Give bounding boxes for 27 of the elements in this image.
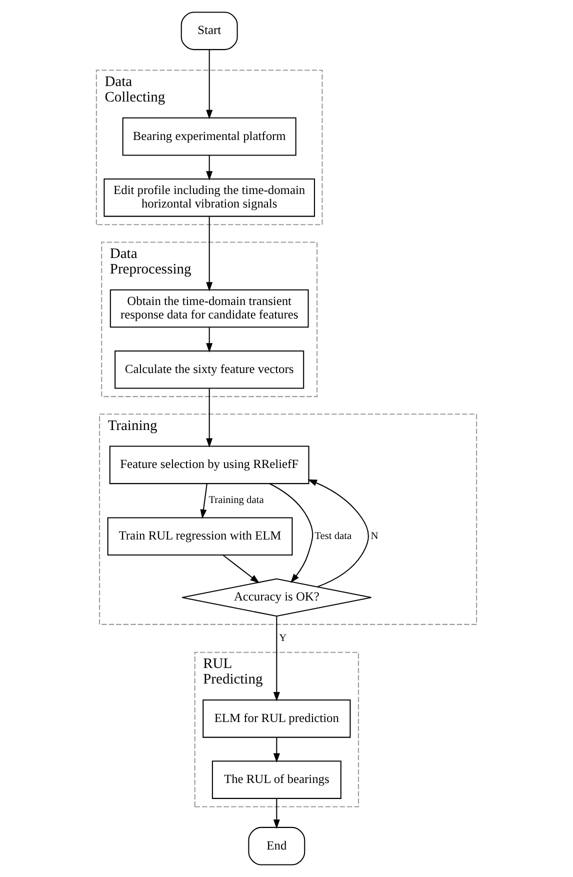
edge-label: Test data bbox=[314, 530, 352, 542]
node-box: Edit profile including the time-domain horizontal vibration signals bbox=[104, 178, 315, 217]
node-box: The RUL of bearings bbox=[212, 760, 342, 799]
arrow bbox=[269, 483, 314, 583]
node-box: Calculate the sixty feature vectors bbox=[114, 350, 304, 389]
node-box: Train RUL regression with ELM bbox=[107, 517, 293, 556]
arrow bbox=[273, 616, 280, 702]
node-box: Bearing experimental platform bbox=[122, 117, 296, 156]
node-box: ELM for RUL prediction bbox=[202, 700, 351, 738]
arrow bbox=[206, 50, 213, 120]
arrow bbox=[206, 216, 213, 292]
edge-label: N bbox=[370, 530, 378, 542]
node-box: End bbox=[248, 826, 306, 866]
node-box: Start bbox=[180, 12, 238, 50]
arrow bbox=[206, 155, 213, 180]
arrow bbox=[206, 327, 213, 352]
arrow bbox=[206, 388, 213, 448]
arrow bbox=[273, 798, 280, 829]
edge-label: Training data bbox=[208, 495, 264, 506]
arrow bbox=[308, 479, 369, 588]
edge-label: Y bbox=[279, 633, 287, 644]
node-box: Feature selection by using RReliefF bbox=[109, 446, 310, 484]
node-diamond: Accuracy is OK? bbox=[182, 578, 372, 617]
arrow bbox=[222, 554, 260, 584]
node-box: Obtain the time-domain transient response data for candidate features bbox=[110, 289, 309, 328]
arrow bbox=[200, 484, 208, 519]
arrow bbox=[273, 737, 280, 763]
